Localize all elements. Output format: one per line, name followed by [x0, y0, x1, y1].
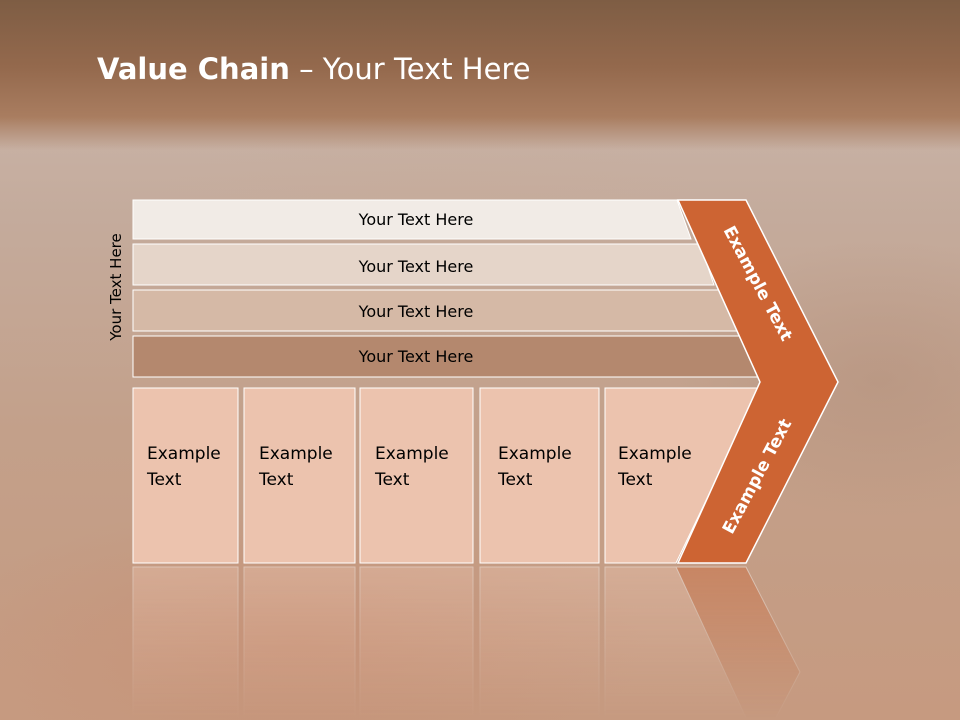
slide-title: Value Chain – Your Text Here — [97, 52, 531, 86]
primary-box-3-line1: Example — [375, 444, 449, 464]
primary-box-1 — [132, 387, 239, 564]
primary-boxes: Example Text Example Text Example Text E… — [132, 387, 761, 564]
support-row-1-label: Your Text Here — [358, 210, 474, 229]
primary-box-2-line1: Example — [259, 444, 333, 464]
primary-box-1-line2: Text — [146, 470, 182, 490]
title-bold: Value Chain — [97, 52, 290, 86]
support-rows: Your Text Here Your Text Here Your Text … — [132, 199, 764, 378]
support-row-3-label: Your Text Here — [358, 302, 474, 321]
support-row-2-label: Your Text Here — [358, 257, 474, 276]
margin-chevron — [676, 199, 839, 564]
primary-box-4-line2: Text — [497, 470, 533, 490]
support-row-2 — [132, 243, 715, 286]
title-rest: – Your Text Here — [289, 52, 531, 86]
support-row-4-label: Your Text Here — [358, 347, 474, 366]
primary-box-2-line2: Text — [258, 470, 294, 490]
primary-box-3 — [359, 387, 474, 564]
diagram-reflection — [132, 566, 801, 720]
support-row-1 — [132, 199, 692, 240]
primary-box-2 — [243, 387, 356, 564]
primary-box-5 — [604, 387, 761, 564]
primary-box-3-line2: Text — [374, 470, 410, 490]
primary-box-1-line1: Example — [147, 444, 221, 464]
primary-box-5-line2: Text — [617, 470, 653, 490]
primary-box-5-line1: Example — [618, 444, 692, 464]
primary-box-4 — [479, 387, 600, 564]
title-bar — [0, 0, 960, 150]
primary-box-4-line1: Example — [498, 444, 572, 464]
